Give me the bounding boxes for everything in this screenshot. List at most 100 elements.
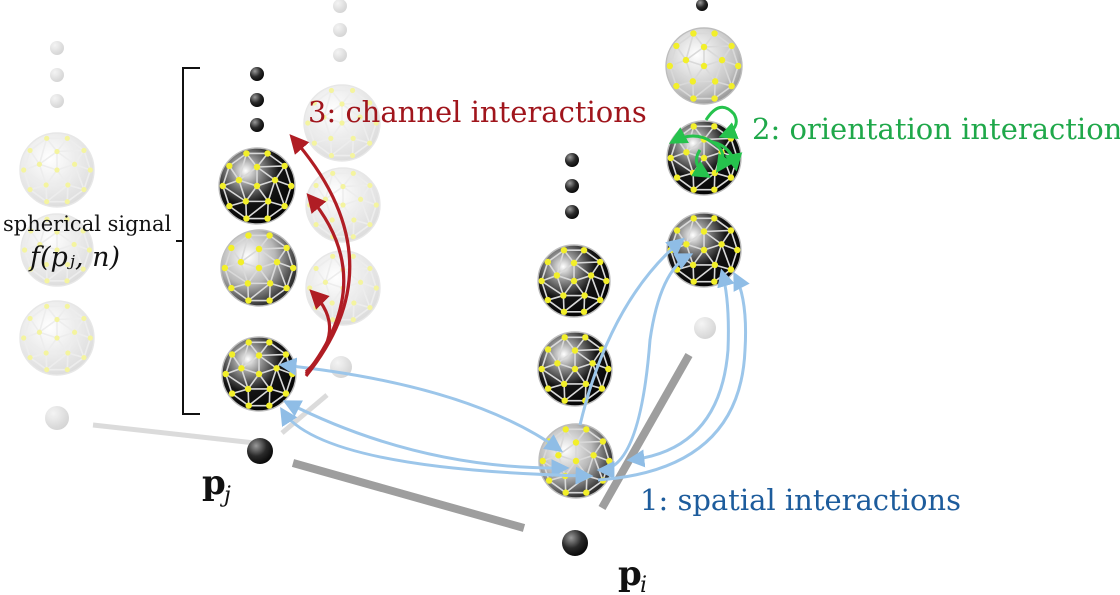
sphere-edge [46,305,58,320]
sphere-edge [66,268,84,282]
sphere-edge [258,353,286,357]
sphere-edge [730,230,739,251]
sphere-edge [82,249,91,270]
sphere-edge [353,199,362,221]
sphere-edge [331,302,334,320]
sphere-edge [670,157,694,174]
sphere-vertex [350,170,356,176]
sphere-edge [66,264,69,281]
sphere-edge [359,282,371,308]
sphere-edge [30,230,41,245]
sphere-edge [267,179,276,202]
sphere-edge [352,116,361,139]
sphere-edge [39,218,48,245]
sphere-edge [56,163,75,171]
sphere-vertex [727,227,735,234]
sphere-edge [56,231,75,246]
sphere-vertex [80,228,86,234]
sphere-vertex [54,316,60,323]
sphere-vertex [700,246,708,254]
ellipsis-dots-icon [250,67,264,81]
sphere-vertex [307,285,313,291]
sphere-vertex [673,42,680,50]
sphere-vertex [87,335,93,341]
sphere-vertex [54,229,60,235]
sphere-vertex [339,120,345,126]
channel-arrow [304,289,332,374]
sphere-edge [56,150,76,165]
sphere-edge [222,165,231,187]
sphere-edge [39,331,58,339]
sphere-vertex [718,241,725,248]
sphere-edge [45,169,58,186]
sphere-edge [323,116,332,139]
ellipsis-dots-icon [250,93,264,107]
sphere-vertex [367,265,373,272]
sphere-vertex [339,101,345,107]
sphere-edge [352,137,370,144]
sphere-edge [73,230,84,245]
sphere-edge [38,138,48,165]
sphere-edge [22,169,31,190]
sphere-edge [341,89,354,105]
sphere-edge [67,184,85,191]
sphere-vertex [560,308,568,316]
sphere-edge [46,263,69,282]
sphere-edge [556,262,575,277]
sphere-vertex [711,186,718,193]
sphere-edge [46,184,69,203]
sphere-edge [352,302,355,320]
sphere-edge [330,138,333,156]
sphere-edge [368,122,377,144]
sphere-edge [352,172,371,187]
sphere-vertex [605,365,612,373]
sphere-edge [313,89,332,104]
sphere-vertex [264,150,271,157]
geodesic-sphere-icon [537,244,611,318]
sphere-vertex [54,335,60,341]
sphere-edge [669,65,694,83]
sphere-edge [685,46,705,61]
sphere-edge [56,249,69,266]
sphere-vertex [44,135,50,141]
sphere-edge [675,85,694,100]
sphere-edge [268,341,287,356]
sphere-edge [369,204,378,225]
sphere-vertex [367,140,373,146]
sphere-edge [67,164,76,186]
sphere-vertex [266,297,273,304]
sphere-edge [675,32,694,47]
sphere-edge [331,204,344,221]
sphere-edge [352,219,355,237]
sphere-edge [714,85,733,100]
sphere-vertex [718,56,726,64]
sphere-vertex [603,277,610,285]
ellipsis-dots-icon [333,23,347,37]
sphere-vertex [244,385,252,393]
sphere-vertex [711,78,719,85]
sphere-vertex [81,147,87,154]
sphere-vertex [64,135,70,141]
sphere-edge [269,234,288,249]
sphere-edge [22,337,31,358]
sphere-vertex [311,100,317,106]
sphere-edge [353,302,371,309]
sphere-vertex [253,182,261,190]
sphere-vertex [255,370,263,378]
sphere-edge [56,137,68,152]
sphere-edge [276,261,288,289]
sphere-edge [23,331,40,339]
sphere-edge [67,263,84,270]
sphere-vertex [561,334,568,341]
sphere-edge [56,337,69,354]
ellipsis-dots-icon [50,94,64,108]
sphere-vertex [367,100,373,106]
faded-direction-line [92,422,256,446]
sphere-edge [224,267,233,289]
sphere-edge [352,223,371,238]
sphere-edge [258,354,278,369]
point-pi-subscript: i [640,573,647,595]
sphere-edge [230,287,249,302]
sphere-vertex [690,123,697,130]
sphere-vertex [581,292,588,299]
